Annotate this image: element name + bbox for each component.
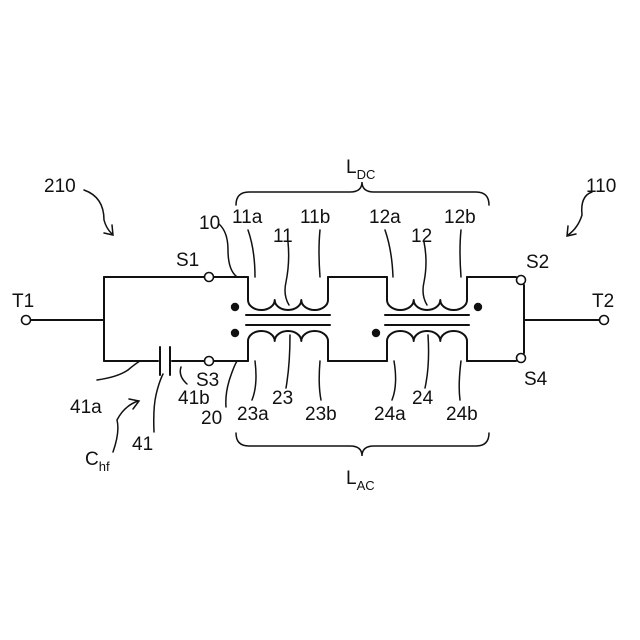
label-chf-main: C <box>85 449 99 470</box>
leader-10 <box>219 224 237 277</box>
leader-24 <box>425 335 429 388</box>
label-10: 10 <box>199 213 220 234</box>
leader-20 <box>226 361 237 407</box>
terminal-s2 <box>517 276 526 285</box>
leader-24b <box>459 361 461 400</box>
label-210: 210 <box>44 176 76 197</box>
label-23: 23 <box>272 388 293 409</box>
label-ldc: LDC <box>346 157 375 182</box>
label-41a: 41a <box>70 397 102 418</box>
label-11a: 11a <box>232 207 263 228</box>
leader-12a <box>385 230 393 277</box>
label-t2: T2 <box>592 291 614 312</box>
terminal-s3 <box>205 357 214 366</box>
label-24b: 24b <box>446 404 478 425</box>
label-lac-main: L <box>346 468 357 489</box>
terminal-s1 <box>205 273 214 282</box>
label-23a: 23a <box>237 404 269 425</box>
coil-24 <box>387 331 467 361</box>
leader-11a <box>248 230 255 277</box>
label-t1: T1 <box>12 291 34 312</box>
leader-23 <box>286 335 290 388</box>
label-ldc-sub: DC <box>357 167 376 182</box>
label-41: 41 <box>132 434 153 455</box>
label-s4: S4 <box>524 369 548 390</box>
terminal-t2 <box>600 316 609 325</box>
label-11b: 11b <box>300 207 330 228</box>
label-11: 11 <box>273 226 293 247</box>
brace-ldc <box>236 182 489 205</box>
polarity-dot-12 <box>474 303 482 311</box>
label-24: 24 <box>412 388 434 409</box>
label-s1: S1 <box>176 250 199 271</box>
polarity-dot-24 <box>372 329 380 337</box>
label-chf: Chf <box>85 449 110 474</box>
coil-23 <box>248 331 328 361</box>
label-12a: 12a <box>369 207 401 228</box>
leader-41b <box>180 367 187 384</box>
polarity-dot-11 <box>231 303 239 311</box>
leader-24a <box>392 361 396 400</box>
label-24a: 24a <box>374 404 406 425</box>
label-chf-sub: hf <box>99 459 110 474</box>
label-41b: 41b <box>178 388 210 409</box>
arrow-210 <box>84 190 112 234</box>
label-ldc-main: L <box>346 157 357 178</box>
terminal-s4 <box>517 354 526 363</box>
label-12b: 12b <box>444 207 476 228</box>
label-lac-sub: AC <box>357 478 375 493</box>
leader-12b <box>460 230 461 277</box>
leader-11b <box>319 230 320 277</box>
leader-41 <box>154 374 163 432</box>
leader-23a <box>252 361 256 400</box>
leader-11 <box>285 242 289 305</box>
leader-12 <box>423 242 427 305</box>
label-110: 110 <box>586 176 616 197</box>
leader-23b <box>319 361 321 400</box>
label-20: 20 <box>201 408 222 429</box>
leader-41a <box>97 361 140 380</box>
arrow-110 <box>568 192 592 235</box>
label-23b: 23b <box>305 404 337 425</box>
label-s2: S2 <box>526 252 549 273</box>
coil-11 <box>248 277 328 310</box>
label-lac: LAC <box>346 468 375 493</box>
label-12: 12 <box>411 226 432 247</box>
terminal-t1 <box>22 316 31 325</box>
polarity-dot-23 <box>231 329 239 337</box>
brace-lac <box>236 433 489 456</box>
